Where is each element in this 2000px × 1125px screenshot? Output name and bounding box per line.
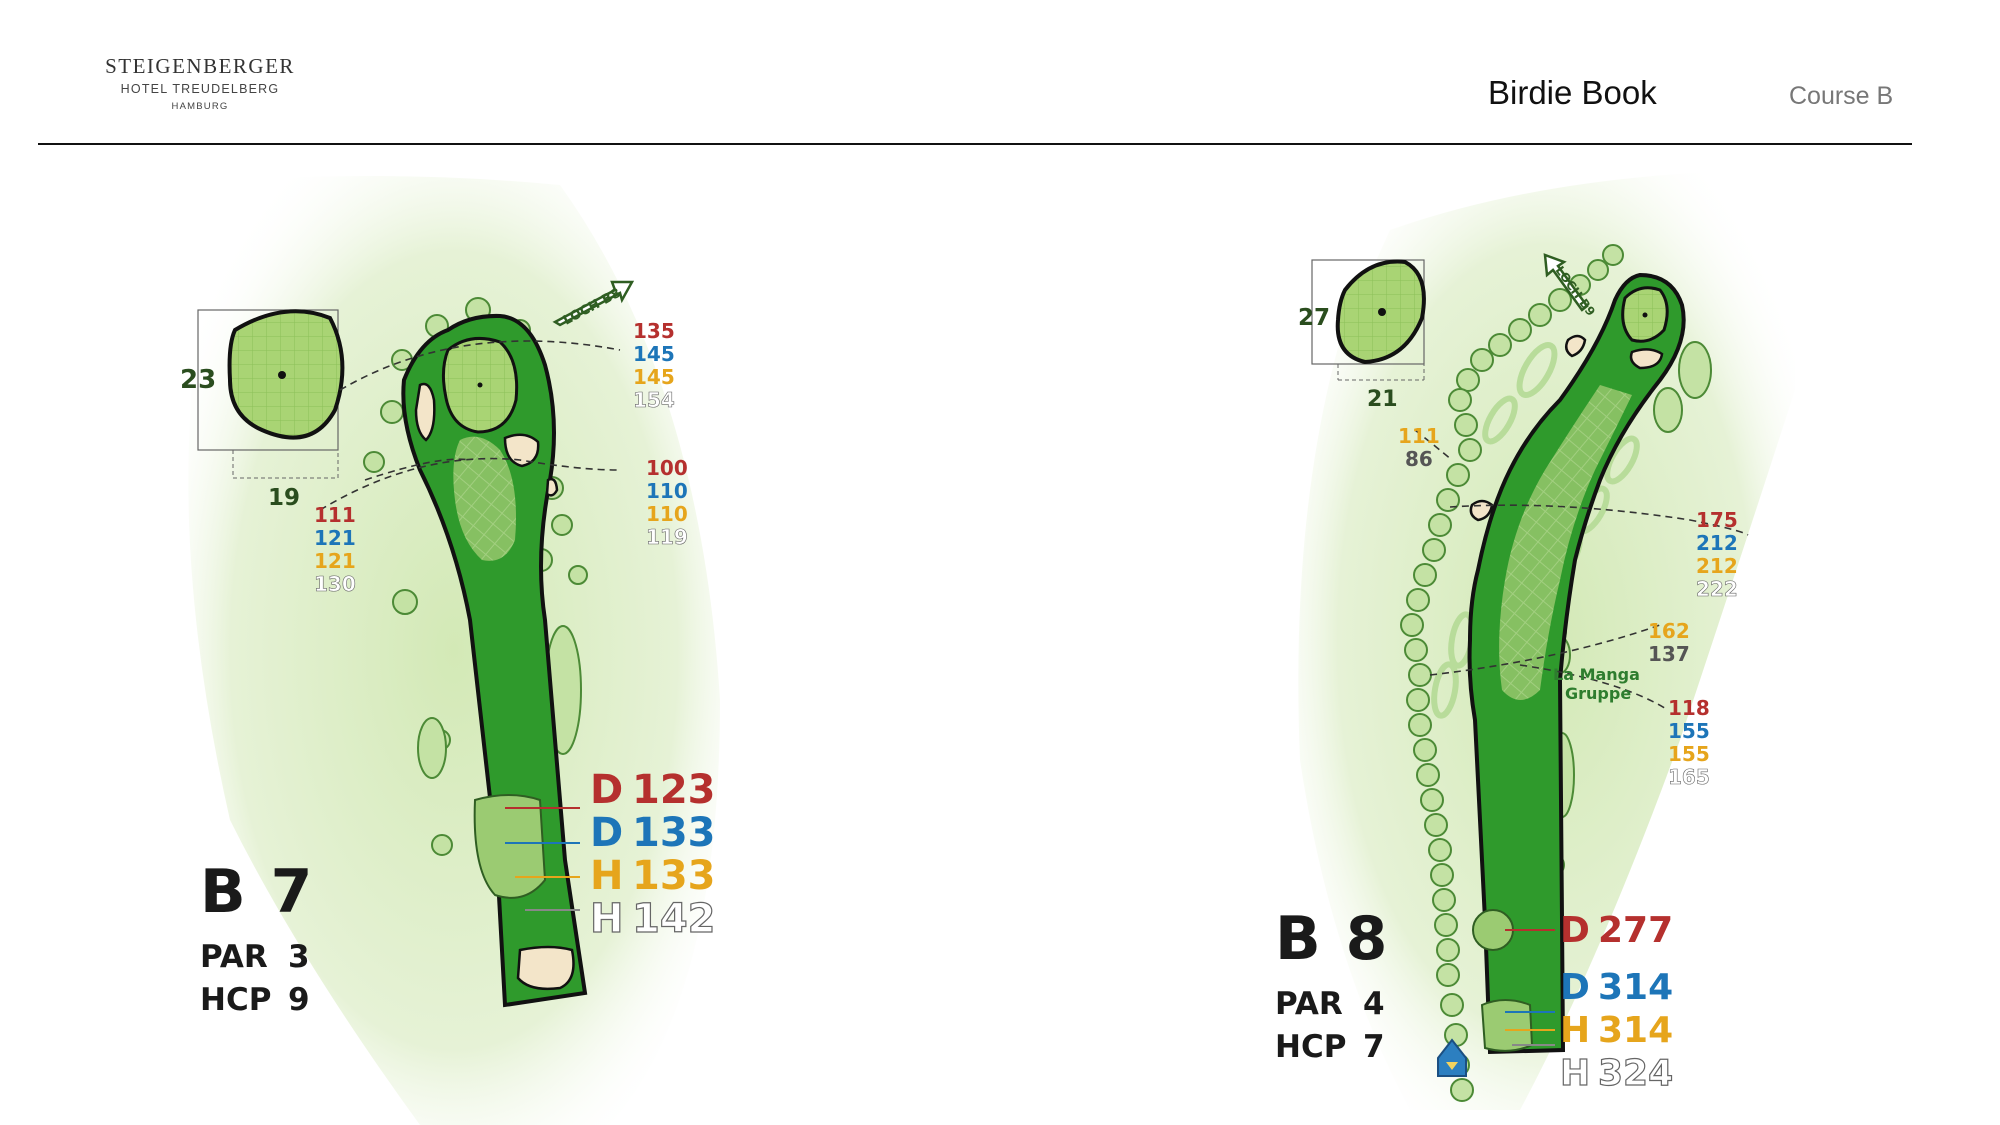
tee-b8-4-letter: H: [1560, 1053, 1590, 1094]
bunkers-b8: [1469, 334, 1664, 522]
landmark-line-1: La Manga: [1553, 665, 1640, 684]
page-title: Birdie Book: [1488, 74, 1657, 111]
tee-distances-b7: D 123 D 133 H 133 H 142: [589, 767, 716, 943]
marker-b7-1-white: 154: [633, 388, 675, 412]
par-value: 3: [288, 939, 310, 975]
header-divider: [38, 143, 1912, 145]
hcp-value: 9: [288, 982, 310, 1018]
tee-bunker-b7: [516, 945, 575, 991]
marker-b8-4-yellow: 155: [1668, 742, 1710, 766]
marker-b8-4-blue: 155: [1668, 719, 1710, 743]
marker-b8-2-red: 175: [1696, 508, 1738, 532]
tee-b8-1-letter: D: [1560, 910, 1590, 951]
marker-b8-2-blue: 212: [1696, 531, 1738, 555]
hole-b7-par-row: PAR 3: [200, 936, 314, 979]
marker-b7-3-blue: 121: [314, 526, 356, 550]
tee-b7-3-distance: 133: [632, 853, 716, 899]
tee-b7-1-distance: 123: [632, 767, 716, 813]
tree-line-b8: [1400, 244, 1712, 1102]
marker-b8-4-red: 118: [1668, 696, 1710, 720]
marker-b8-2-yellow: 212: [1696, 554, 1738, 578]
marker-b7-3-red: 111: [314, 503, 356, 527]
marker-b8-2-white: 222: [1696, 577, 1738, 601]
fairway-b8: [1467, 272, 1686, 1055]
marker-b7-1-yellow: 145: [633, 365, 675, 389]
hole-b8-par-row: PAR 4: [1275, 983, 1389, 1026]
bunkers-b7: [414, 382, 559, 497]
marker-b7-2-yellow: 110: [646, 502, 688, 526]
hole-b7-map: 23 19: [180, 176, 720, 1125]
hole-b7-name: B 7: [200, 857, 315, 927]
distance-arcs-b7: [319, 340, 621, 511]
hole-b7-hcp-row: HCP 9: [200, 979, 314, 1022]
par-label: PAR: [1275, 986, 1343, 1022]
green-depth-b8: 27: [1298, 305, 1330, 331]
tee-b8-3-distance: 314: [1598, 1010, 1673, 1051]
tee-b7-1-letter: D: [590, 767, 623, 813]
landmark-line-2: Gruppe: [1565, 684, 1631, 703]
green-inset: [197, 309, 345, 479]
tee-b7-4-letter: H: [590, 896, 623, 942]
green-depth-b7: 23: [180, 365, 216, 395]
marker-b7-1-blue: 145: [633, 342, 675, 366]
par-value: 4: [1363, 986, 1385, 1022]
marker-b8-3-yellow: 162: [1648, 619, 1690, 643]
fairway-mown-b8: [1499, 385, 1632, 700]
par-label: PAR: [200, 939, 268, 975]
distance-arcs-b8: [1414, 429, 1749, 711]
hotel-logo: STEIGENBERGER HOTEL TREUDELBERG HAMBURG: [105, 54, 295, 112]
marker-b8-4-white: 165: [1668, 765, 1710, 789]
green-outline-b7: [227, 309, 345, 440]
marker-b7-2-blue: 110: [646, 479, 688, 503]
hcp-label: HCP: [1275, 1029, 1347, 1065]
tee-distances-b8: D 277 D 314 H 314 H 324: [1559, 910, 1673, 1095]
logo-city-text: HAMBURG: [171, 101, 229, 112]
marker-b7-2-red: 100: [646, 456, 688, 480]
tee-b8-2-distance: 314: [1598, 967, 1673, 1008]
markers-b8: 111 86 175 212 212 222 162 137 118 155 1…: [1398, 424, 1738, 789]
green-width-b8: 21: [1367, 387, 1398, 412]
tee-b7-2-letter: D: [590, 810, 623, 856]
tee-b7-2-distance: 133: [632, 810, 716, 856]
tee-lines-b7: [505, 807, 580, 911]
tee-lines-b8: [1505, 929, 1555, 1046]
course-label: Course B: [1789, 82, 1894, 110]
marker-b7-3-white: 130: [314, 572, 356, 596]
tee-b7-4-distance: 142: [632, 896, 716, 942]
fairway-mown-b7: [453, 436, 516, 561]
green-inset-b8: [1311, 259, 1426, 381]
tee-area-b8: [1480, 999, 1534, 1052]
marker-b7-3-yellow: 121: [314, 549, 356, 573]
logo-main-text: STEIGENBERGER: [105, 54, 295, 78]
hcp-value: 7: [1363, 1029, 1385, 1065]
marker-b7-1-red: 135: [633, 319, 675, 343]
hole-b8-name: B 8: [1275, 904, 1390, 974]
bushes-b7: [363, 297, 588, 856]
tee-b8-4-distance: 324: [1598, 1053, 1673, 1094]
tee-area-b7: [473, 794, 547, 899]
hole-b8-map: 27 21: [1298, 170, 1795, 1110]
logo-sub-text: HOTEL TREUDELBERG: [120, 82, 280, 96]
hcp-label: HCP: [200, 982, 272, 1018]
marker-b8-3-gray: 137: [1648, 642, 1690, 666]
hole-b8-hcp-row: HCP 7: [1275, 1026, 1389, 1069]
tee-b8-2-letter: D: [1560, 967, 1590, 1008]
tee-b8-1-distance: 277: [1598, 910, 1673, 951]
shelter-icon: [1437, 1038, 1467, 1077]
tee-b8-3-letter: H: [1560, 1010, 1590, 1051]
marker-b8-1-yellow: 111: [1398, 424, 1440, 448]
green-width-b7: 19: [268, 485, 300, 511]
marker-b8-1-gray: 86: [1405, 447, 1433, 471]
tee-b7-3-letter: H: [590, 853, 623, 899]
markers-b7: 135 145 145 154 100 110 110 119 111 121 …: [314, 319, 688, 596]
marker-b7-2-white: 119: [646, 525, 688, 549]
